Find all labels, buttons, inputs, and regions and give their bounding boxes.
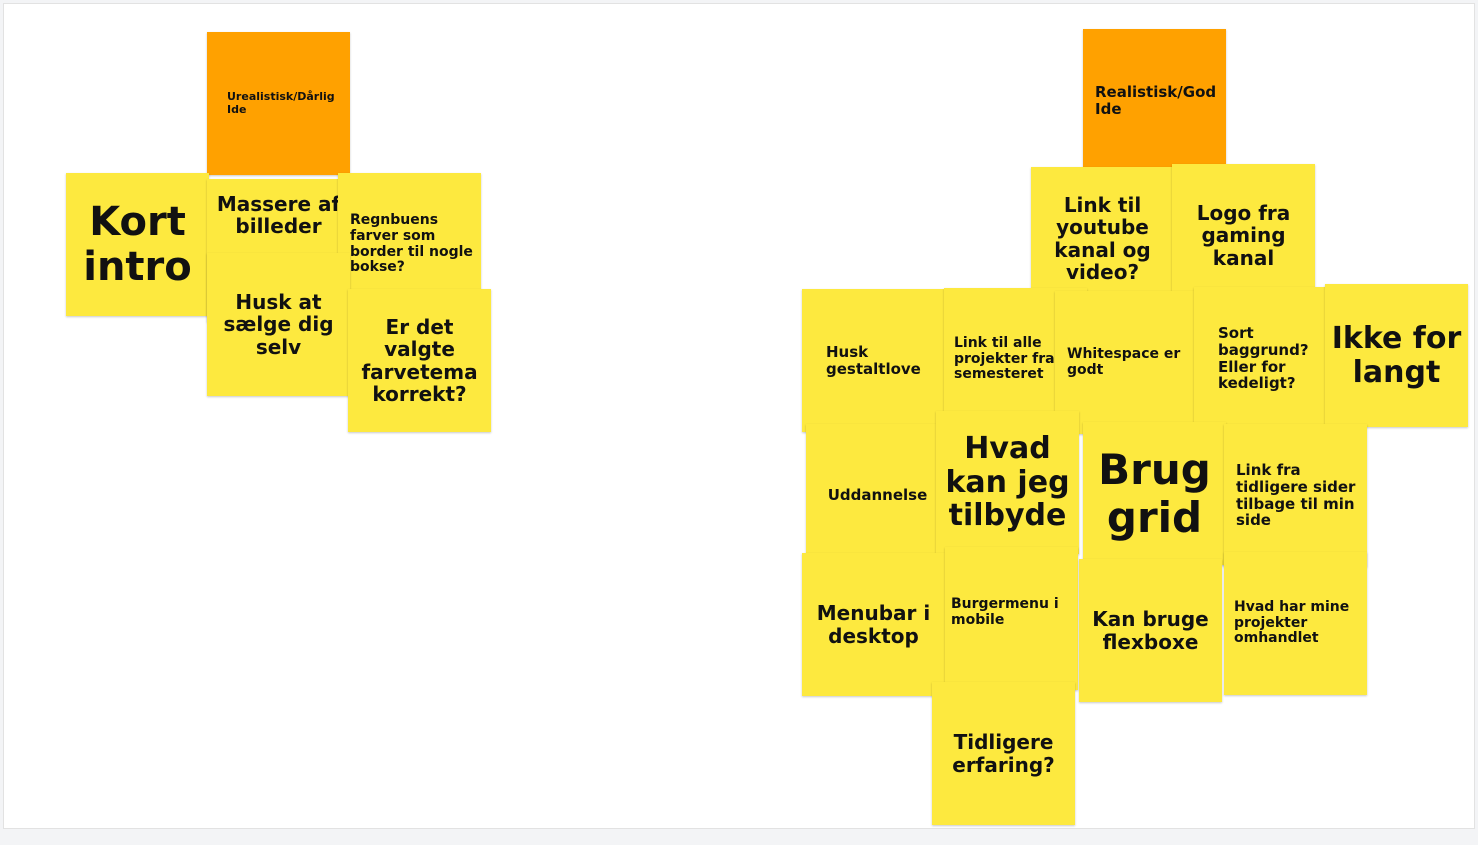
note-text: Hvad har mine projekter omhandlet [1234,598,1350,647]
sticky-note[interactable]: Logo fra gaming kanal [1172,164,1315,307]
note-text: Hvad kan jeg tilbyde [945,431,1070,534]
sticky-note[interactable]: Ikke for langt [1325,284,1468,427]
note-text: Husk gestaltlove [826,342,921,378]
sticky-note[interactable]: Whitespace er godt [1055,291,1198,434]
note-text: Tidligere erfaring? [952,730,1055,777]
note-text: Er det valgte farvetema korrekt? [361,314,478,406]
note-text: Sort baggrund? Eller for kedeligt? [1218,323,1309,393]
note-text: Urealistisk/Dårlig Ide [227,90,335,116]
note-text: Kort intro [83,198,192,290]
sticky-note[interactable]: Hvad kan jeg tilbyde [936,411,1079,554]
note-text: Logo fra gaming kanal [1196,200,1291,270]
note-text: Whitespace er godt [1067,345,1181,378]
note-text: Brug grid [1098,445,1211,542]
sticky-note[interactable]: Hvad har mine projekter omhandlet [1224,552,1367,695]
sticky-note[interactable]: Uddannelse [806,424,949,567]
sticky-note[interactable]: Tidligere erfaring? [932,682,1075,825]
sticky-note[interactable]: Er det valgte farvetema korrekt? [348,289,491,432]
sticky-note[interactable]: Kort intro [66,173,209,316]
sticky-note[interactable]: Sort baggrund? Eller for kedeligt? [1194,287,1337,430]
note-text: Massere af billeder [216,192,341,239]
sticky-note[interactable]: Burgermenu i mobile [945,547,1078,690]
note-text: Ikke for langt [1331,320,1462,390]
sticky-note[interactable]: Husk at sælge dig selv [207,253,350,396]
sticky-note[interactable]: Husk gestaltlove [802,289,945,432]
sticky-note[interactable]: Brug grid [1083,422,1226,565]
note-text: Burgermenu i mobile [951,596,1059,628]
sticky-note[interactable]: Link fra tidligere sider tilbage til min… [1224,424,1367,567]
note-text: Link fra tidligere sider tilbage til min… [1236,460,1356,530]
sticky-note[interactable]: Kan bruge flexboxe [1079,559,1222,702]
note-text: Realistisk/God Ide [1095,82,1217,118]
note-text: Husk at sælge dig selv [223,289,334,359]
sticky-note[interactable]: Regnbuens farver som border til nogle bo… [338,173,481,316]
note-text: Link til alle projekter fra semesteret [954,334,1055,383]
note-text: Kan bruge flexboxe [1092,607,1209,654]
note-text: Menubar i desktop [816,601,931,648]
whiteboard-canvas[interactable]: Urealistisk/Dårlig Ide Kort intro Masser… [3,3,1475,829]
note-text: Uddannelse [827,486,928,505]
note-text: Regnbuens farver som border til nogle bo… [350,212,473,276]
sticky-note-header-realistic[interactable]: Realistisk/God Ide [1083,29,1226,172]
sticky-note[interactable]: Menubar i desktop [802,553,945,696]
note-text: Link til youtube kanal og video? [1054,192,1151,284]
sticky-note-header-unrealistic[interactable]: Urealistisk/Dårlig Ide [207,32,350,175]
sticky-note[interactable]: Link til youtube kanal og video? [1031,167,1174,310]
